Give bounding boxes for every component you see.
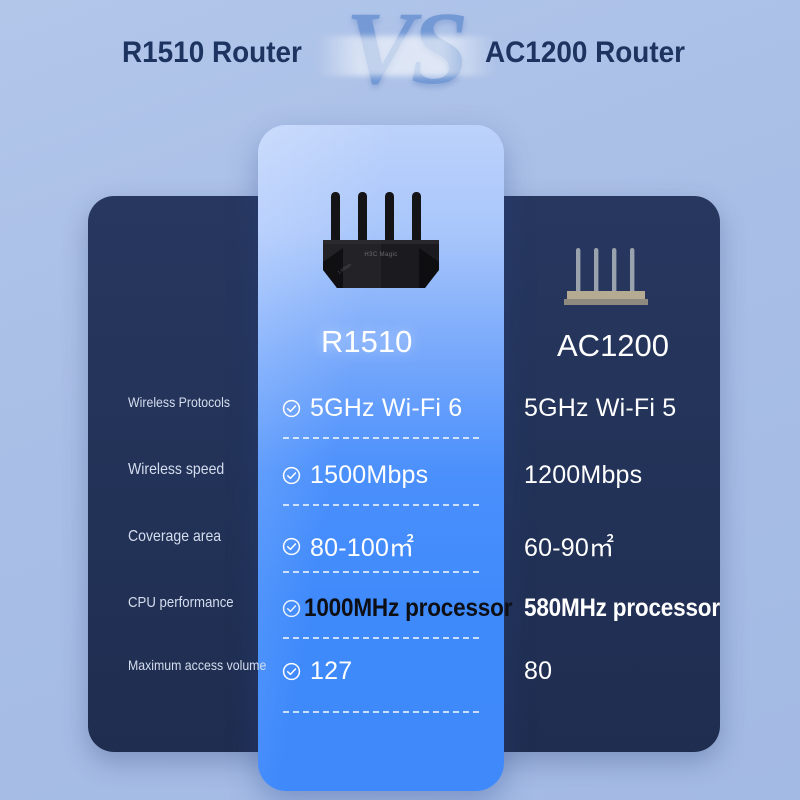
row-label: Coverage area <box>128 528 222 545</box>
row-value-text: 127 <box>310 657 353 685</box>
row-value-r1510: 80-100㎡ <box>282 528 497 564</box>
circle-check-icon <box>282 537 301 555</box>
row-value-ac1200: 60-90㎡ <box>524 534 615 562</box>
row-divider <box>283 571 479 573</box>
row-value-text: 1500Mbps <box>310 461 429 489</box>
router-image-r1510: H3C Magic 1.5Gbps <box>323 192 439 288</box>
row-divider <box>283 711 479 713</box>
row-label: Maximum access volume <box>128 657 267 673</box>
row-value-ac1200: 80 <box>524 657 553 685</box>
product-name-r1510: R1510 <box>321 324 413 359</box>
header: R1510 Router VS AC1200 Router <box>0 0 800 118</box>
row-value-r1510: 1000MHz processor <box>282 594 512 623</box>
row-label: Wireless Protocols <box>128 394 231 410</box>
row-value-ac1200: 580MHz processor <box>524 594 720 622</box>
row-label: CPU performance <box>128 594 234 611</box>
circle-check-icon <box>282 399 301 418</box>
page-title-left: R1510 Router <box>122 36 302 69</box>
row-value-ac1200: 5GHz Wi-Fi 5 <box>524 394 677 422</box>
row-divider <box>283 437 479 439</box>
row-value-r1510: 127 <box>282 657 497 686</box>
row-value-ac1200: 1200Mbps <box>524 461 643 489</box>
row-divider <box>283 637 479 639</box>
circle-check-icon <box>282 662 301 681</box>
row-label: Wireless speed <box>128 461 225 478</box>
row-divider <box>283 504 479 506</box>
product-name-ac1200: AC1200 <box>557 328 670 363</box>
page-title-right: AC1200 Router <box>485 36 686 69</box>
svg-text:H3C Magic: H3C Magic <box>364 252 397 258</box>
comparison-highlight-panel <box>258 125 504 791</box>
circle-check-icon <box>282 599 301 618</box>
row-value-text: 1000MHz processor <box>304 594 513 622</box>
row-value-text: 80-100㎡ <box>310 534 415 562</box>
circle-check-icon <box>282 466 301 485</box>
row-value-r1510: 1500Mbps <box>282 461 497 490</box>
router-image-ac1200 <box>564 248 648 305</box>
row-value-text: 5GHz Wi-Fi 6 <box>310 394 463 422</box>
row-value-r1510: 5GHz Wi-Fi 6 <box>282 394 497 423</box>
